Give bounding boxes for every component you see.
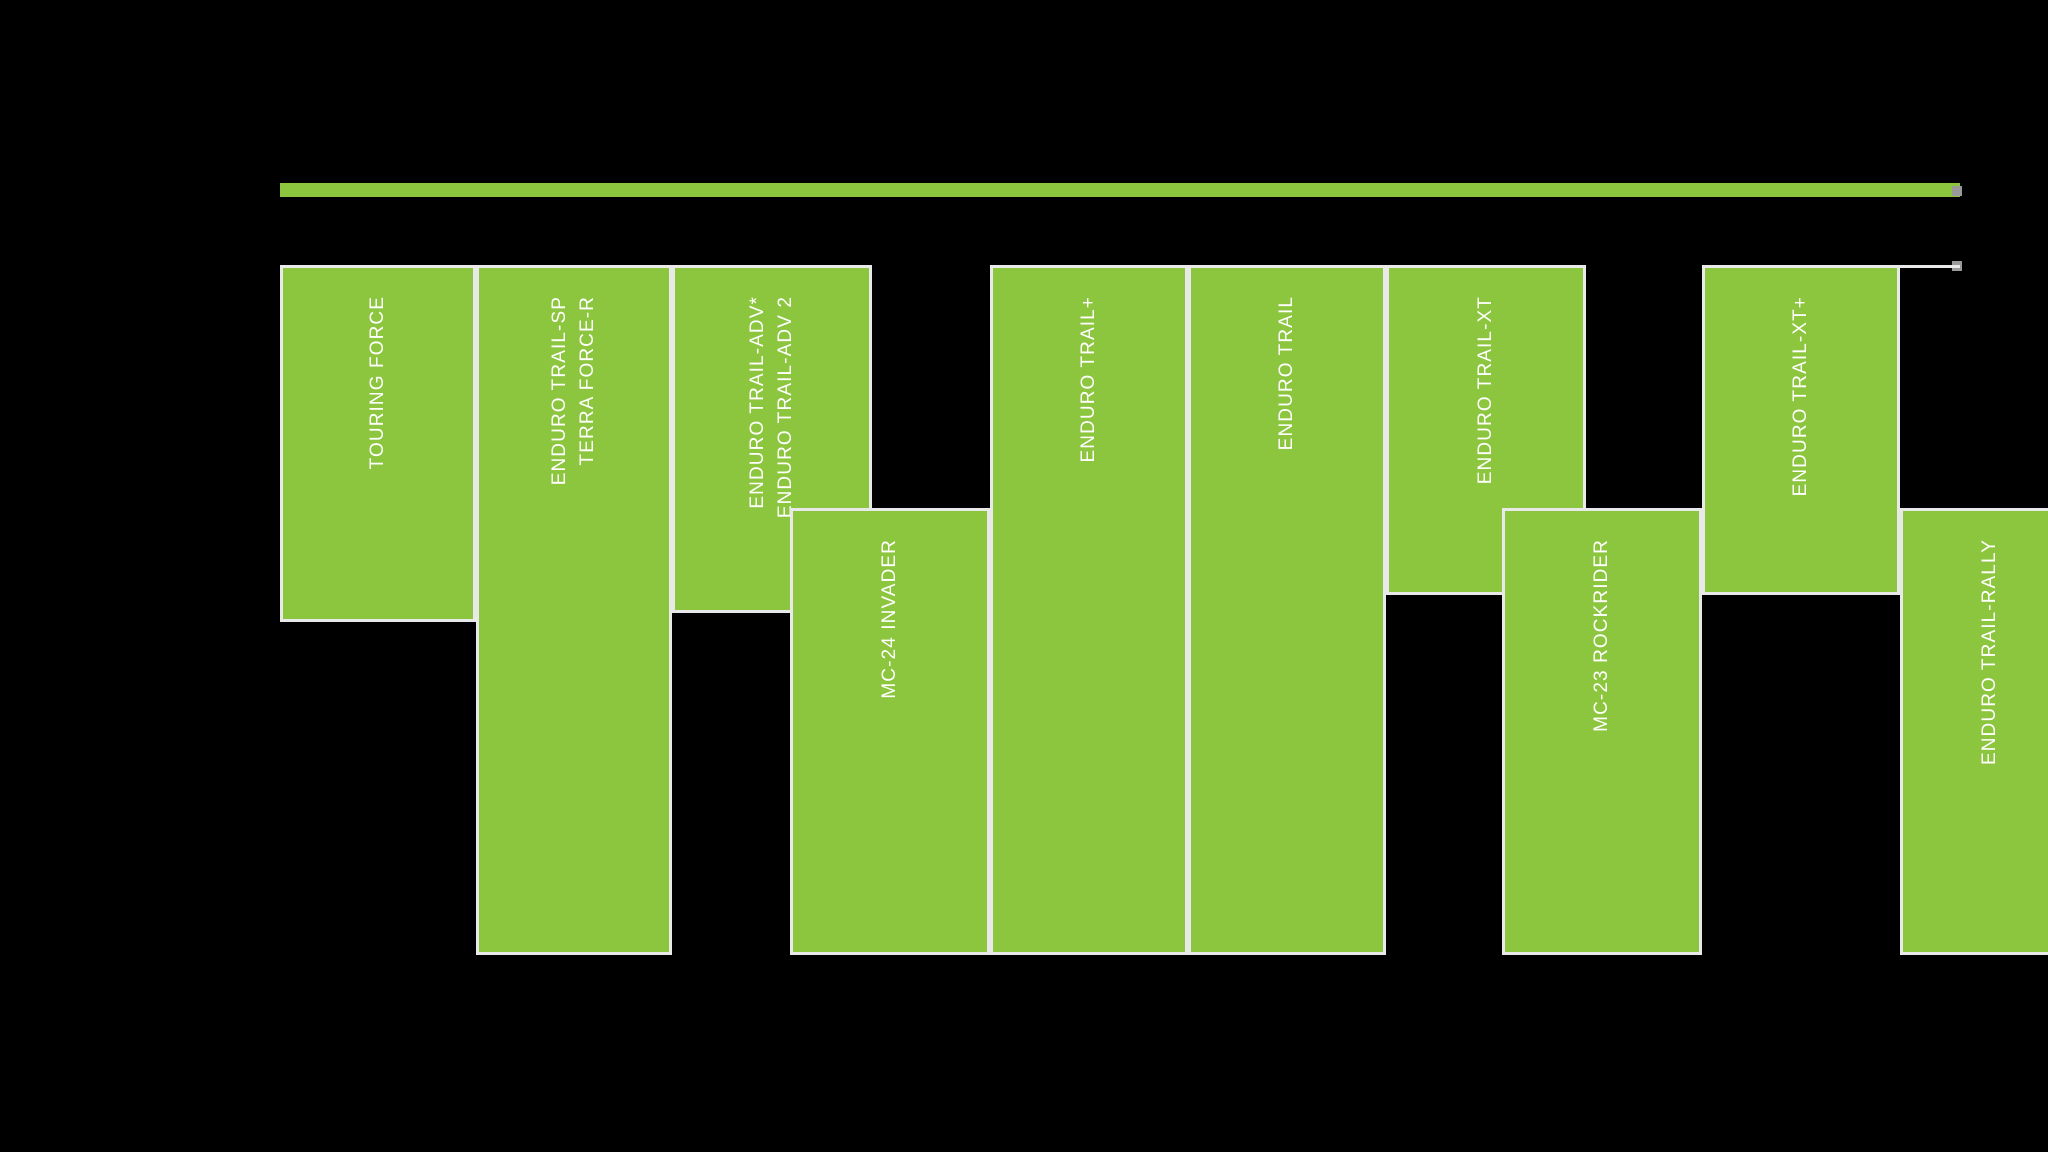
tire-model-name: TERRA FORCE-R	[577, 296, 598, 466]
tire-model-name: TOURING FORCE	[367, 296, 388, 470]
tire-block-terra-force-r-enduro-trail-sp[interactable]: TERRA FORCE-R ENDURO TRAIL-SP	[476, 265, 672, 955]
tire-block-labels: ENDURO TRAIL-XT+	[1705, 268, 1897, 592]
tire-model-name: ENDURO TRAIL	[1276, 296, 1297, 451]
top-accent-rail	[280, 183, 1960, 197]
tire-block-labels: MC-23 ROCKRIDER	[1505, 511, 1699, 952]
tire-model-name: ENDURO TRAIL-ADV*	[747, 296, 768, 509]
tire-model-name: ENDURO TRAIL-SP	[549, 296, 570, 486]
tire-model-name: ENDURO TRAIL-RALLY	[1979, 539, 2000, 766]
tire-model-name: ENDURO TRAIL-XT+	[1790, 296, 1811, 497]
tire-block-labels: TERRA FORCE-R ENDURO TRAIL-SP	[479, 268, 669, 952]
tire-block-labels: ENDURO TRAIL+	[993, 268, 1185, 952]
tire-model-name: MC-23 ROCKRIDER	[1591, 539, 1612, 732]
ratio-header-row	[280, 197, 1960, 265]
tire-model-name: ENDURO TRAIL-XT	[1475, 296, 1496, 485]
tire-block-labels: ENDURO TRAIL-RALLY	[1903, 511, 2048, 952]
tire-block-labels: TOURING FORCE	[283, 268, 473, 619]
tire-block-enduro-trail-rally[interactable]: ENDURO TRAIL-RALLY	[1900, 508, 2048, 955]
tire-model-name: ENDURO TRAIL-ADV 2	[775, 296, 796, 519]
tire-block-labels: MC-24 INVADER	[793, 511, 987, 952]
tire-block-mc-23-rockrider[interactable]: MC-23 ROCKRIDER	[1502, 508, 1702, 955]
tire-block-labels: ENDURO TRAIL	[1191, 268, 1383, 952]
tire-block-enduro-trail[interactable]: ENDURO TRAIL	[1188, 265, 1386, 955]
usage-plot-area: TOURING FORCE TERRA FORCE-R ENDURO TRAIL-S…	[280, 265, 2048, 955]
tire-block-enduro-trail-plus[interactable]: ENDURO TRAIL+	[990, 265, 1188, 955]
tire-model-name: MC-24 INVADER	[879, 539, 900, 699]
tire-model-name: ENDURO TRAIL+	[1078, 296, 1099, 463]
tire-block-mc-24-invader[interactable]: MC-24 INVADER	[790, 508, 990, 955]
rail-end-cap-top	[1952, 186, 1962, 196]
tire-block-touring-force[interactable]: TOURING FORCE	[280, 265, 476, 622]
tire-block-enduro-trail-xt-plus[interactable]: ENDURO TRAIL-XT+	[1702, 265, 1900, 595]
